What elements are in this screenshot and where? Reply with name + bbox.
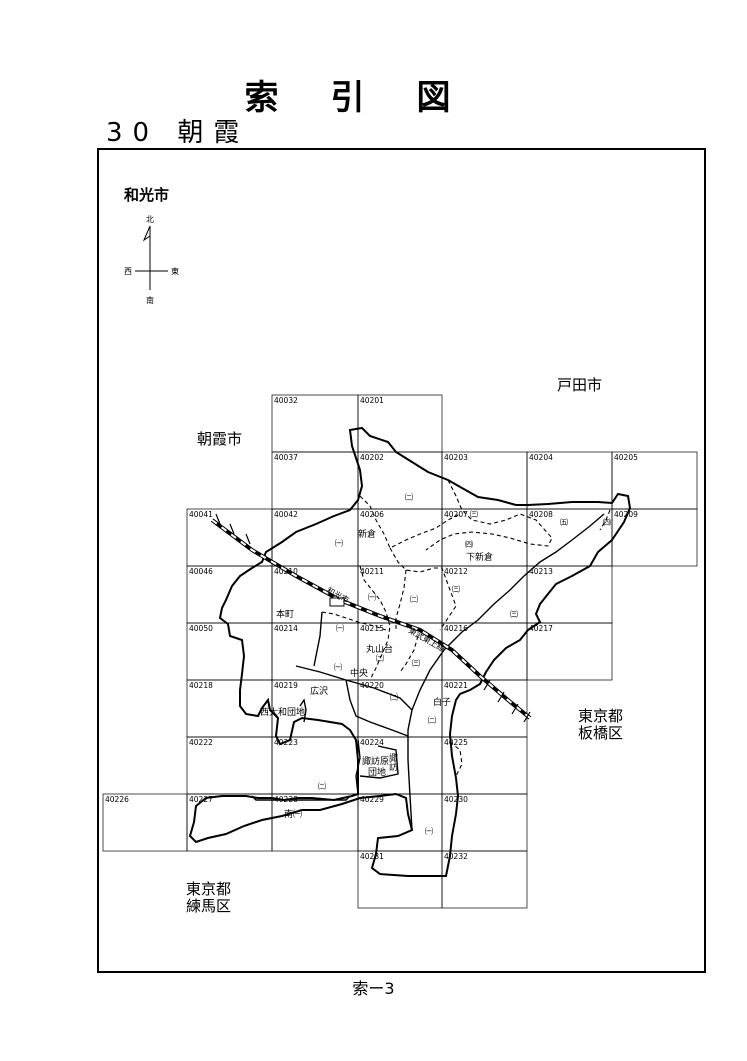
- grid-label: 40224: [360, 738, 384, 747]
- chome-mark: ㈣: [603, 518, 611, 527]
- grid-cell[interactable]: [611, 508, 698, 567]
- grid-label: 40214: [274, 624, 298, 633]
- chome-mark: ㈢: [412, 658, 420, 668]
- map-frame: [97, 148, 706, 973]
- station-marker: [329, 597, 345, 607]
- place-label-itabashi-1: 東京都: [578, 707, 623, 725]
- grid-label: 40231: [360, 852, 384, 861]
- compass-rose: [135, 225, 168, 290]
- grid-label: 40226: [105, 795, 129, 804]
- page-title: 索引図: [244, 78, 503, 118]
- tobu-tojo-line: [210, 513, 532, 723]
- chome-mark: ㈡: [405, 492, 413, 502]
- area-label-chuo[interactable]: 中央: [350, 667, 368, 679]
- grid-label: 40201: [360, 396, 384, 405]
- place-label-nerima-2: 練馬区: [186, 897, 231, 915]
- chome-mark: ㈤: [560, 517, 568, 527]
- page-subtitle: 30 朝霞: [106, 118, 250, 148]
- place-label-asaka: 朝霞市: [197, 430, 242, 448]
- grid-label: 40225: [444, 738, 468, 747]
- chome-mark: ㈡: [428, 715, 436, 725]
- index-grid: [102, 394, 698, 909]
- grid-label: 40037: [274, 453, 298, 462]
- chome-mark: ㈠: [336, 623, 344, 633]
- grid-label: 40205: [614, 453, 638, 462]
- area-label-shimoniikura[interactable]: 下新倉: [466, 551, 493, 563]
- grid-label: 40202: [360, 453, 384, 462]
- grid-label: 40212: [444, 567, 468, 576]
- grid-label: 40208: [529, 510, 553, 519]
- grid-label: 40032: [274, 396, 298, 405]
- chome-mark: ㈣: [465, 540, 473, 549]
- chome-mark: ㈠: [368, 592, 376, 602]
- area-label-nishiyamato[interactable]: 西大和団地: [260, 706, 305, 718]
- chome-mark: ㈡: [390, 692, 398, 702]
- chome-mark: ㈢: [470, 509, 478, 519]
- chome-mark: ㈢: [510, 609, 518, 619]
- area-label-honcho[interactable]: 本町: [276, 608, 294, 620]
- chome-mark: ㈠: [335, 538, 343, 548]
- chome-mark: ㈠: [425, 826, 433, 836]
- grid-label: 40220: [360, 681, 384, 690]
- grid-label: 40218: [189, 681, 213, 690]
- area-label-minami[interactable]: 南㈠: [284, 808, 302, 820]
- grid-labels: 40032 40201 40037 40202 40203 40204 4020…: [105, 396, 638, 861]
- city-boundary: [188, 426, 632, 877]
- grid-cell[interactable]: [441, 850, 528, 909]
- compass-south-label: 南: [146, 295, 154, 305]
- railway-label: 東武東上線: [407, 625, 447, 654]
- grid-label: 40209: [614, 510, 638, 519]
- compass-west-label: 西: [124, 267, 132, 276]
- area-label-hirosawa[interactable]: 広沢: [310, 685, 328, 697]
- grid-label: 40042: [274, 510, 298, 519]
- grid-label: 40050: [189, 624, 213, 633]
- place-label-itabashi-2: 板橋区: [578, 724, 623, 742]
- page-footer: 索ー3: [352, 979, 395, 998]
- area-label-shiroko[interactable]: 白子: [433, 696, 451, 708]
- grid-label: 40219: [274, 681, 298, 690]
- grid-label: 40230: [444, 795, 468, 804]
- grid-label: 40215: [360, 624, 384, 633]
- grid-label: 40206: [360, 510, 384, 519]
- grid-label: 40222: [189, 738, 213, 747]
- grid-label: 40046: [189, 567, 213, 576]
- grid-label: 40232: [444, 852, 468, 861]
- chome-marks: ㈡ ㈠ ㈢ ㈣ ㈤ ㈣ ㈠ ㈡ ㈢ ㈢ ㈠ ㈡ ㈢ ㈠ ㈡ ㈡ ㈡ ㈠: [318, 492, 611, 836]
- grid-label: 40229: [360, 795, 384, 804]
- grid-label: 40213: [529, 567, 553, 576]
- chome-mark: ㈠: [334, 662, 342, 672]
- area-label-niikura[interactable]: 新倉: [358, 528, 376, 540]
- compass-north-label: 北: [146, 215, 154, 224]
- grid-label: 40216: [444, 624, 468, 633]
- grid-label: 40204: [529, 453, 553, 462]
- grid-label: 40227: [189, 795, 213, 804]
- chome-mark: ㈡: [410, 594, 418, 604]
- area-label-maruyamadai[interactable]: 丸山台: [366, 643, 393, 655]
- chome-mark: ㈡: [376, 653, 384, 663]
- grid-label: 40221: [444, 681, 468, 690]
- grid-label: 40203: [444, 453, 468, 462]
- place-label-wako: 和光市: [124, 186, 169, 204]
- district-boundaries: [251, 513, 605, 831]
- grid-label: 40217: [529, 624, 553, 633]
- grid-label: 40207: [444, 510, 468, 519]
- compass-east-label: 東: [171, 266, 179, 276]
- chome-boundaries: [321, 479, 611, 777]
- chome-mark: ㈡: [318, 781, 326, 791]
- grid-cell[interactable]: [526, 622, 613, 681]
- place-label-toda: 戸田市: [557, 376, 602, 394]
- area-label-suwa[interactable]: 諏訪: [387, 752, 398, 772]
- grid-label: 40041: [189, 510, 213, 519]
- place-label-nerima-1: 東京都: [186, 880, 231, 898]
- chome-mark: ㈢: [452, 584, 460, 594]
- area-label-suwahara-1[interactable]: 諏訪原: [362, 755, 389, 767]
- area-label-suwahara-2[interactable]: 団地: [368, 766, 386, 778]
- grid-label: 40211: [360, 567, 384, 576]
